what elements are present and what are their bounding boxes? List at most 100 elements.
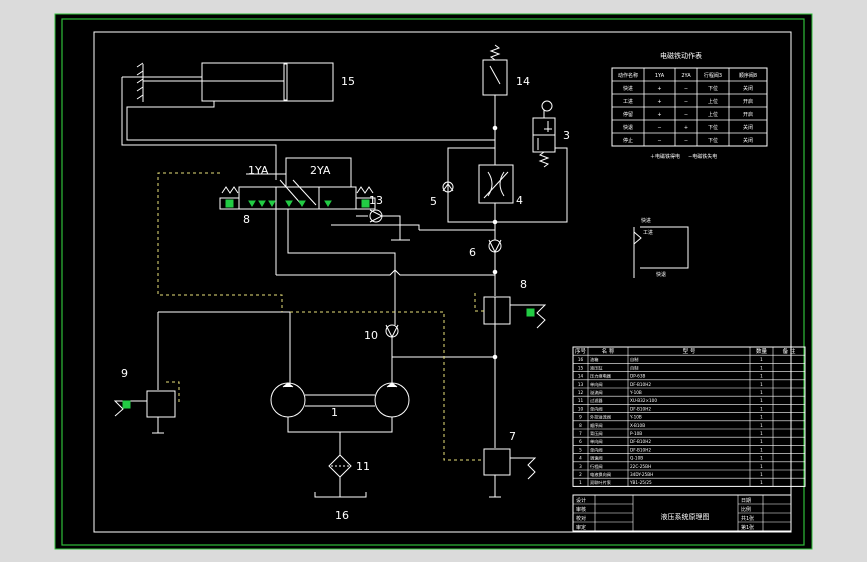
drawing-border-outer [61, 18, 805, 546]
parts-table-cell: 16 [578, 357, 584, 362]
piston [283, 63, 288, 101]
tank-16[interactable] [314, 492, 367, 498]
parts-table-cell: 自制 [630, 356, 638, 363]
title-block-label: 共1张 [741, 515, 754, 522]
parts-table-cell: YB1-25/25 [629, 480, 652, 485]
label-16: 16 [335, 509, 349, 522]
action-table-cell: + [684, 125, 688, 131]
right-coil [361, 199, 370, 208]
label-8a: 8 [243, 213, 250, 226]
port-arrows [248, 200, 332, 207]
parts-table-cell: 1 [760, 357, 763, 362]
action-table-cell: 上位 [708, 111, 718, 118]
cycle-box [640, 226, 689, 269]
label-11: 11 [356, 460, 370, 473]
parts-table-header-cell: 序号 [575, 347, 587, 355]
parts-table-cell: DP-63B [630, 374, 645, 379]
parts-table-cell: 调速阀 [590, 455, 603, 462]
action-table-cell: 关闭 [743, 85, 753, 92]
parts-table-header-cell: 名 称 [602, 347, 615, 355]
line-13-tank [382, 215, 401, 240]
parts-table-cell: 1 [760, 447, 763, 452]
parts-table-cell: DF-B10H2 [630, 406, 651, 411]
pump-arrow-left [282, 382, 294, 388]
title-block-label: 设计 [576, 497, 586, 504]
action-table-cell: 开启 [743, 111, 753, 118]
action-table-cell: − [657, 125, 661, 131]
action-table-cell: − [684, 112, 688, 118]
parts-table-cell: 外控溢流阀 [590, 414, 611, 421]
parts-table-cell: 1 [760, 423, 763, 428]
parts-table-cell: DF-B10H2 [630, 439, 651, 444]
throttle-symbol [487, 171, 505, 197]
back-pressure-valve-7[interactable] [483, 448, 511, 476]
parts-table-cell: 4 [579, 456, 582, 461]
relief-valve-9[interactable] [146, 390, 176, 418]
left-coil [225, 199, 234, 208]
label-1: 1 [331, 406, 338, 419]
parts-table-cell: 1 [760, 398, 763, 403]
switch-spring [489, 44, 501, 61]
parts-table-cell: 1 [760, 374, 763, 379]
parts-table-cell: 油箱 [590, 356, 598, 363]
action-table-cell: 快退 [623, 124, 633, 131]
label-9: 9 [121, 367, 128, 380]
action-table-header-cell: 顺序阀8 [739, 72, 757, 79]
parts-table-cell: 1 [760, 406, 763, 411]
action-table-cell: + [657, 99, 661, 105]
solenoid-housing [285, 157, 352, 188]
parts-table-cell: Q-10B [630, 456, 643, 461]
action-table-cell: − [684, 138, 688, 144]
parts-table-cell: 自制 [630, 364, 638, 371]
parts-table-cell: 13 [578, 382, 584, 387]
parts-table-cell: XU-B32×100 [630, 398, 657, 403]
action-table-cell: + [657, 112, 661, 118]
cycle-symbol: 快进 工进 快退 [633, 217, 689, 278]
title-block-label: 第1张 [741, 524, 754, 531]
switch-contact [489, 65, 501, 85]
pilot-lines [157, 172, 484, 461]
adjust-arrow [483, 171, 509, 199]
parts-table-cell: 单向阀 [590, 446, 603, 453]
cycle-top: 快进 [641, 217, 651, 224]
cylinder-body[interactable] [201, 62, 334, 102]
parts-table-cell: 1 [760, 365, 763, 370]
drawing-border-inner [93, 31, 792, 533]
action-table-cell: 快进 [623, 85, 633, 92]
action-table-cell: 下位 [708, 124, 718, 131]
action-table-cell: − [684, 86, 688, 92]
action-table-cell: 下位 [708, 85, 718, 92]
action-table-header-cell: 动作名称 [618, 72, 638, 79]
title-block-label: 比例 [741, 506, 751, 513]
model-space-canvas[interactable] [54, 13, 813, 550]
parts-table-cell: 1 [579, 480, 582, 485]
parts-table-cell: 1 [760, 464, 763, 469]
action-table-header-cell: 2YA [681, 73, 691, 79]
parts-table-cell: 顺序阀 [590, 422, 603, 429]
cap-line-down [121, 77, 277, 180]
title-block-label: 校对 [576, 515, 586, 522]
parts-table-cell: 过滤器 [590, 397, 603, 404]
travel-valve-spring [538, 151, 550, 168]
cycle-left: 工进 [643, 229, 653, 236]
title-block-label: 日期 [741, 498, 751, 504]
parts-table-cell: 8 [579, 423, 582, 428]
parts-table-cell: 6 [579, 439, 582, 444]
parts-table-cell: 单向阀 [590, 438, 603, 445]
parts-table-cell: X-B10B [630, 423, 645, 428]
parts-table-cell: 1 [760, 431, 763, 436]
flow-control-valve-4[interactable] [478, 164, 514, 204]
check-valve-5[interactable] [442, 181, 454, 193]
label-15: 15 [341, 75, 355, 88]
parts-table-cell: 15 [578, 365, 584, 370]
label-7: 7 [509, 430, 516, 443]
parts-table-cell: P-10B [630, 431, 642, 436]
pilot-line-9 [166, 381, 180, 405]
feed-line [331, 224, 420, 230]
parts-table-cell: 11 [578, 398, 584, 403]
junction-dot-4 [492, 354, 498, 360]
parts-table-cell: 34DY-25BH [630, 472, 653, 477]
